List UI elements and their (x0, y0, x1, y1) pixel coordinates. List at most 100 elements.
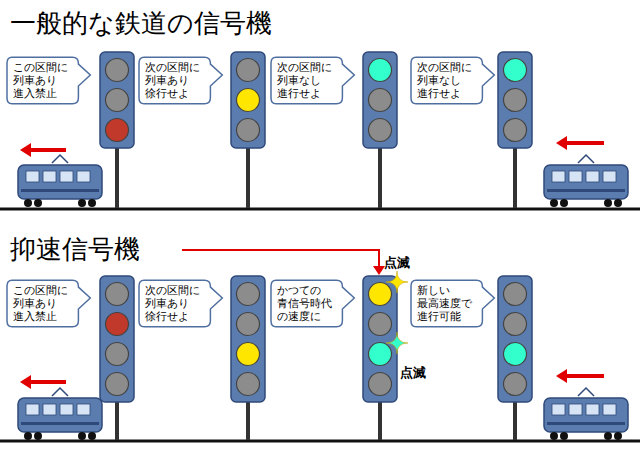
callout-shape (7, 57, 90, 104)
signal-lamp (504, 343, 527, 366)
pointer-head (373, 266, 385, 275)
callout-shape (139, 280, 222, 327)
callout-box: 次の区間に 列車なし 進行せよ (410, 56, 495, 105)
signal-housing (100, 276, 134, 402)
signal-pole (378, 402, 382, 440)
train-wheel (560, 199, 568, 207)
signal-lamp (237, 313, 260, 336)
callout-text: 次の区間に 列車あり 徐行せよ (145, 61, 203, 100)
train-window (60, 404, 73, 415)
signal-lamp (106, 283, 129, 306)
signal-lamp (504, 119, 527, 142)
callout-text: この区間に 列車あり 進入禁止 (13, 61, 71, 100)
signal-pole (378, 148, 382, 208)
train-stripe (547, 422, 625, 425)
train-wheel (560, 432, 568, 440)
heading: 抑速信号機 (10, 232, 140, 267)
train-wheel (88, 432, 96, 440)
train-window (552, 171, 565, 182)
direction-arrowhead (20, 375, 31, 389)
signal-lamp (369, 59, 392, 82)
train-wheel (604, 199, 612, 207)
train-wheel (550, 199, 558, 207)
signal-lamp (504, 313, 527, 336)
direction-arrow (28, 148, 66, 152)
direction-arrow (564, 141, 604, 145)
signal-lamp (504, 283, 527, 306)
callout-box: この区間に 列車あり 進入禁止 (6, 279, 91, 328)
signal-housing (100, 52, 134, 148)
train-window (26, 404, 39, 415)
signal-lamp (369, 343, 392, 366)
signal-pole (115, 148, 119, 208)
callout-text: 次の区間に 列車なし 進行せよ (417, 61, 475, 100)
signal-housing (231, 276, 265, 402)
train-window (569, 171, 582, 182)
train-window (43, 171, 56, 182)
pantograph (52, 388, 68, 396)
train-window (77, 171, 90, 182)
signal-lamp (237, 89, 260, 112)
callout-text: 次の区間に 列車なし 進行せよ (277, 61, 335, 100)
train-window (60, 171, 73, 182)
train-window (603, 404, 616, 415)
signal-lamp (369, 89, 392, 112)
callout-box: 次の区間に 列車あり 徐行せよ (138, 56, 223, 105)
rail (0, 440, 640, 443)
signal-lamp (369, 313, 392, 336)
signal-lamp (237, 119, 260, 142)
train-window (552, 404, 565, 415)
signal-lamp (369, 373, 392, 396)
signal-pole (513, 402, 517, 440)
callout-shape (7, 280, 90, 327)
callout-shape (271, 280, 354, 327)
signal-lamp (106, 373, 129, 396)
direction-arrowhead (20, 143, 31, 157)
train-window (586, 171, 599, 182)
signal-lamp (237, 59, 260, 82)
callout-box: かつての 青信号時代 の速度に (270, 279, 355, 328)
train-wheel (24, 199, 32, 207)
train-body (544, 398, 628, 432)
signal-pole (246, 148, 250, 208)
signal-lamp (504, 89, 527, 112)
pantograph (52, 155, 68, 163)
train-window (26, 171, 39, 182)
pantograph (578, 388, 594, 396)
callout-text: 新しい 最高速度で 進行可能 (417, 284, 475, 323)
signal-lamp (106, 313, 129, 336)
train-window (43, 404, 56, 415)
train-wheel (34, 199, 42, 207)
train-wheel (34, 432, 42, 440)
callout-box: 次の区間に 列車あり 徐行せよ (138, 279, 223, 328)
callout-shape (271, 57, 354, 104)
signal-housing (363, 52, 397, 148)
signal-lamp (106, 89, 129, 112)
train-body (18, 165, 102, 199)
rail (0, 208, 640, 211)
callout-text: かつての 青信号時代 の速度に (277, 284, 335, 323)
signal-lamp (504, 59, 527, 82)
callout-text: 次の区間に 列車あり 徐行せよ (145, 284, 203, 323)
signal-lamp (369, 283, 392, 306)
pointer-line (182, 250, 379, 268)
callout-shape (139, 57, 222, 104)
callout-box: 新しい 最高速度で 進行可能 (410, 279, 495, 328)
signal-pole (246, 402, 250, 440)
signal-lamp (237, 343, 260, 366)
train-wheel (614, 432, 622, 440)
signal-pole (513, 148, 517, 208)
train-wheel (24, 432, 32, 440)
blink-label: 点滅 (400, 364, 426, 382)
train-body (18, 398, 102, 432)
signal-housing (498, 52, 532, 148)
train-stripe (21, 189, 99, 192)
callout-box: この区間に 列車あり 進入禁止 (6, 56, 91, 105)
direction-arrowhead (556, 136, 567, 150)
train-window (586, 404, 599, 415)
direction-arrow (28, 380, 66, 384)
train-wheel (614, 199, 622, 207)
train-body (544, 165, 628, 199)
signal-pole (115, 402, 119, 440)
